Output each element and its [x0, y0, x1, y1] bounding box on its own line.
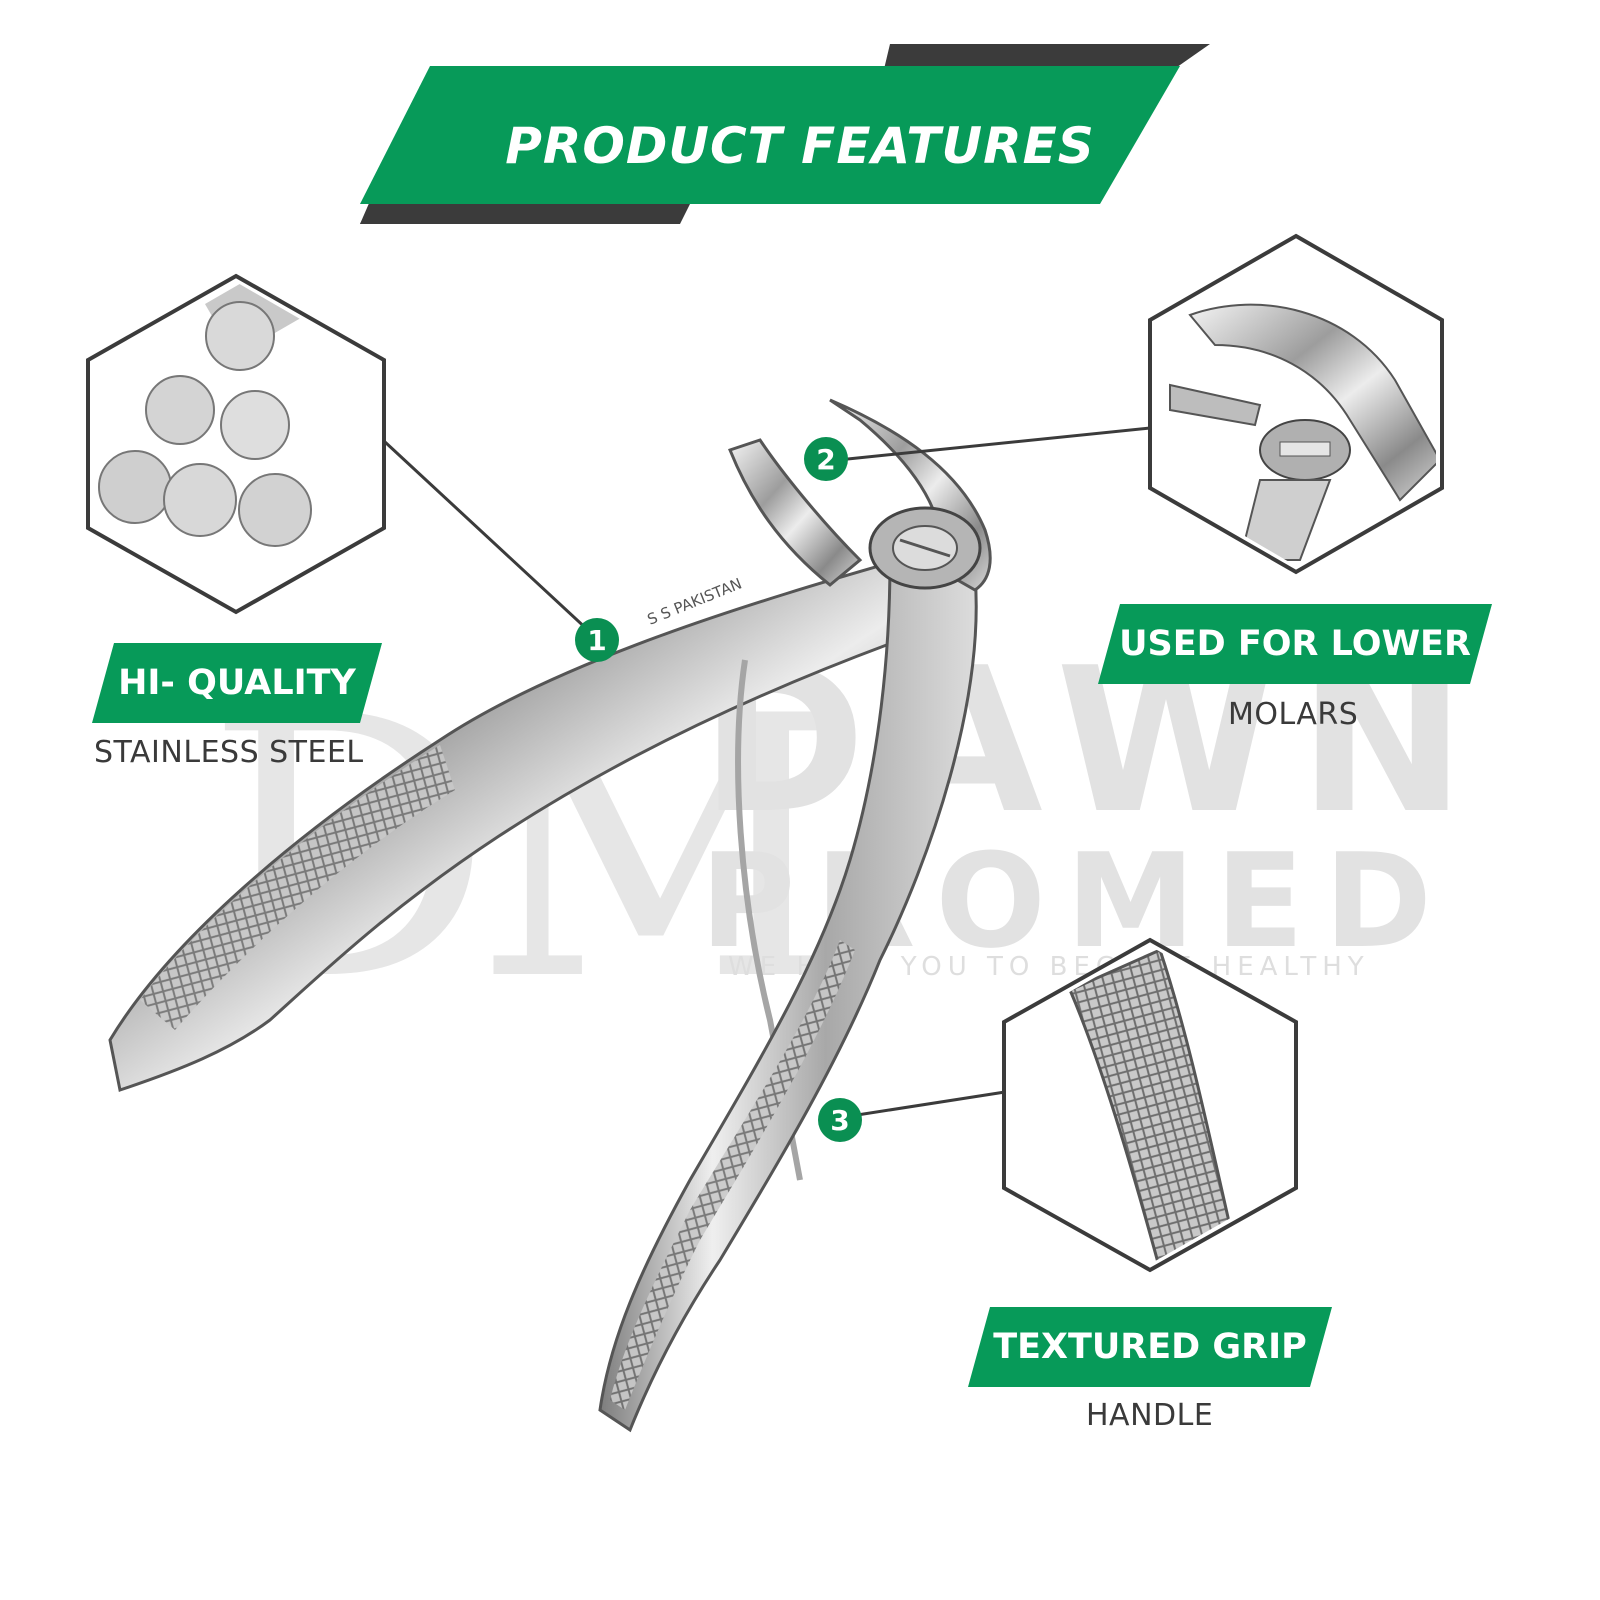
feature-3-subtitle: HANDLE: [1086, 1398, 1214, 1433]
badge-2-number: 2: [816, 443, 835, 476]
banner-shape: [360, 44, 1210, 224]
badge-1: 1: [575, 618, 619, 662]
right-handle: [598, 558, 978, 1433]
badge-2: 2: [804, 437, 848, 481]
feature-2-title: USED FOR LOWER: [1119, 624, 1471, 664]
feature-2-label: USED FOR LOWER: [1098, 604, 1492, 684]
feature-3-image: [1002, 937, 1298, 1273]
badge-3: 3: [818, 1098, 862, 1142]
feature-1-label: HI- QUALITY: [92, 643, 382, 723]
forceps-head: [728, 398, 992, 592]
left-handle: S S PAKISTAN: [108, 558, 902, 1092]
spring: [735, 659, 803, 1181]
callout-line-3: [837, 1090, 1006, 1120]
badge-3-number: 3: [830, 1104, 849, 1137]
feature-2-subtitle: MOLARS: [1228, 697, 1359, 732]
forceps-jaw-icon: [1169, 303, 1436, 561]
feature-1-image: [86, 273, 386, 615]
feature-1-subtitle: STAINLESS STEEL: [94, 735, 364, 770]
feature-2-image: [1148, 233, 1444, 575]
callout-line-2: [837, 426, 1151, 462]
badge-1-number: 1: [587, 624, 606, 657]
knurled-handle-icon: [1068, 947, 1242, 1264]
feature-1-title: HI- QUALITY: [118, 663, 356, 703]
callout-line-1: [383, 440, 592, 634]
feature-3-label: TEXTURED GRIP: [968, 1307, 1332, 1387]
feature-3-title: TEXTURED GRIP: [993, 1327, 1307, 1367]
page-title: PRODUCT FEATURES: [505, 117, 1095, 175]
header-banner: PRODUCT FEATURES: [360, 44, 1240, 230]
